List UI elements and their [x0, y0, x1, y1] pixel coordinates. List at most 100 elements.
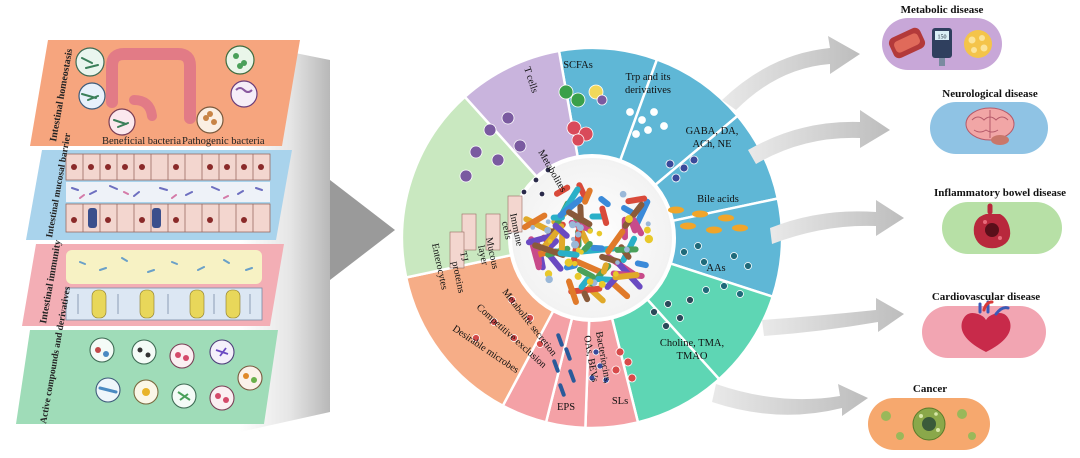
disease-cardiovascular: Cardiovascular disease — [922, 291, 1046, 358]
microbe-coccus — [576, 224, 584, 232]
left-panel-active-compounds: Active compounds and derivatives — [16, 286, 278, 425]
immune-cell-icon — [491, 153, 505, 167]
scfa-molecule-icon — [570, 92, 586, 108]
microbe-rod — [578, 276, 591, 291]
choline-icon — [664, 300, 672, 308]
bacteriocin-icon — [588, 374, 596, 382]
epithelial-cells-top — [65, 153, 271, 181]
left-panel-mucosal-barrier: Intestinal mucosal barrier — [26, 132, 292, 240]
microbe-rod — [522, 212, 548, 231]
pathogenic-bacteria-icons — [196, 45, 258, 134]
microbe-coccus — [544, 270, 553, 278]
eps-icon — [552, 359, 560, 373]
microbe-rod — [605, 228, 626, 255]
trp-molecule-icon — [644, 126, 652, 134]
trp-molecule-icon — [638, 116, 646, 124]
choline-icon — [676, 314, 684, 322]
heart-icon — [961, 300, 1011, 352]
inflamed-colon-icon — [973, 203, 1011, 249]
microbe-rod — [581, 290, 591, 303]
eps-icon — [558, 383, 566, 397]
amino-acid-icon — [702, 286, 710, 294]
microbe-coccus — [644, 234, 654, 244]
trp-molecule-icon — [626, 108, 634, 116]
bile-acid-icon — [718, 214, 734, 222]
pathogenic-bacteria-caption: Pathogenic bacteria — [182, 136, 265, 147]
amino-acid-icon — [720, 282, 728, 290]
secretion-microbe-icon — [526, 314, 534, 322]
microbe-coccus — [564, 258, 573, 267]
amino-acid-icon — [744, 262, 752, 270]
microbe-coccus — [587, 228, 593, 234]
microbe-rod — [600, 262, 609, 275]
segment-label-choline-line2: TMAO — [677, 351, 708, 362]
microbe-rod — [574, 258, 605, 276]
microbe-coccus — [615, 260, 620, 265]
microbe-rod — [566, 209, 593, 228]
arrow-to-ibd — [770, 200, 904, 244]
microbe-rod — [566, 278, 579, 305]
bacteriocin-icon — [596, 362, 604, 370]
microbe-rod — [528, 236, 542, 271]
barrier-cell-icon — [507, 195, 523, 233]
microbe-rod — [568, 285, 603, 295]
trp-molecule-icon — [632, 130, 640, 138]
microbe-coccus — [530, 225, 536, 230]
segment-label-trp-line2: derivatives — [625, 85, 671, 96]
trp-molecule-icon — [660, 122, 668, 130]
microbe-rod — [532, 242, 566, 258]
disease-ibd: Inflammatory bowel disease — [934, 187, 1066, 254]
metabolite-dot-icon — [532, 176, 540, 184]
microbe-rod — [630, 217, 645, 237]
microbe-coccus — [613, 271, 619, 277]
epithelial-cells-bottom — [65, 203, 271, 233]
microbe-rod — [633, 198, 651, 228]
microbe-rod — [612, 271, 640, 281]
bile-acid-icon — [668, 206, 684, 214]
immune-epithelium — [65, 287, 263, 321]
brain-icon — [965, 107, 1015, 145]
sl-icon — [627, 373, 637, 383]
bacteriocin-icon — [602, 376, 610, 384]
microbe-coccus — [545, 219, 551, 225]
arrow-to-neurological — [748, 110, 890, 164]
microbe-coccus — [569, 221, 577, 229]
immune-cell-icon — [513, 139, 527, 153]
choline-icon — [650, 308, 658, 316]
microbe-rod — [590, 244, 605, 252]
microbe-coccus — [624, 246, 630, 253]
left-panel-immunity: Intestinal immunity — [22, 239, 284, 326]
disease-neurological: Neurological disease — [930, 88, 1048, 154]
tumor-cell-icon — [881, 407, 976, 441]
microbe-rod — [576, 266, 596, 280]
bile-acid-icon — [692, 210, 708, 218]
microbe-coccus — [547, 239, 553, 244]
immune-cell-icon — [459, 169, 473, 183]
eps-icon — [568, 369, 576, 383]
scfa-molecule-icon — [596, 94, 608, 106]
disease-cancer: Cancer — [868, 383, 990, 450]
secretion-microbe-icon — [510, 334, 518, 342]
microbe-coccus — [570, 236, 576, 242]
microbe-rod — [548, 238, 559, 249]
metabolite-dot-icon — [520, 188, 528, 196]
microbe-coccus — [625, 215, 633, 223]
bile-acid-icon — [706, 226, 722, 234]
segment-label-choline-line1: Choline, TMA, — [660, 338, 724, 349]
segment-label-eps: EPS — [557, 402, 575, 413]
microbe-coccus — [574, 272, 582, 280]
segment-label-trp-line1: Trp and its — [625, 72, 670, 83]
secretion-microbe-icon — [490, 318, 498, 326]
microbe-coccus — [645, 221, 651, 227]
microbe-coccus — [596, 230, 603, 237]
scfa-molecule-icon — [571, 133, 585, 147]
mucus-layer — [66, 250, 262, 284]
choline-icon — [686, 296, 694, 304]
amino-acid-icon — [700, 258, 708, 266]
funnel-arrowhead — [330, 180, 395, 280]
segment-label-gaba-line2: ACh, NE — [692, 139, 731, 150]
immune-cell-icon — [483, 123, 497, 137]
arrow-to-cardiovascular — [762, 298, 904, 336]
microbe-coccus — [578, 249, 584, 255]
microbe-rod — [553, 184, 571, 197]
